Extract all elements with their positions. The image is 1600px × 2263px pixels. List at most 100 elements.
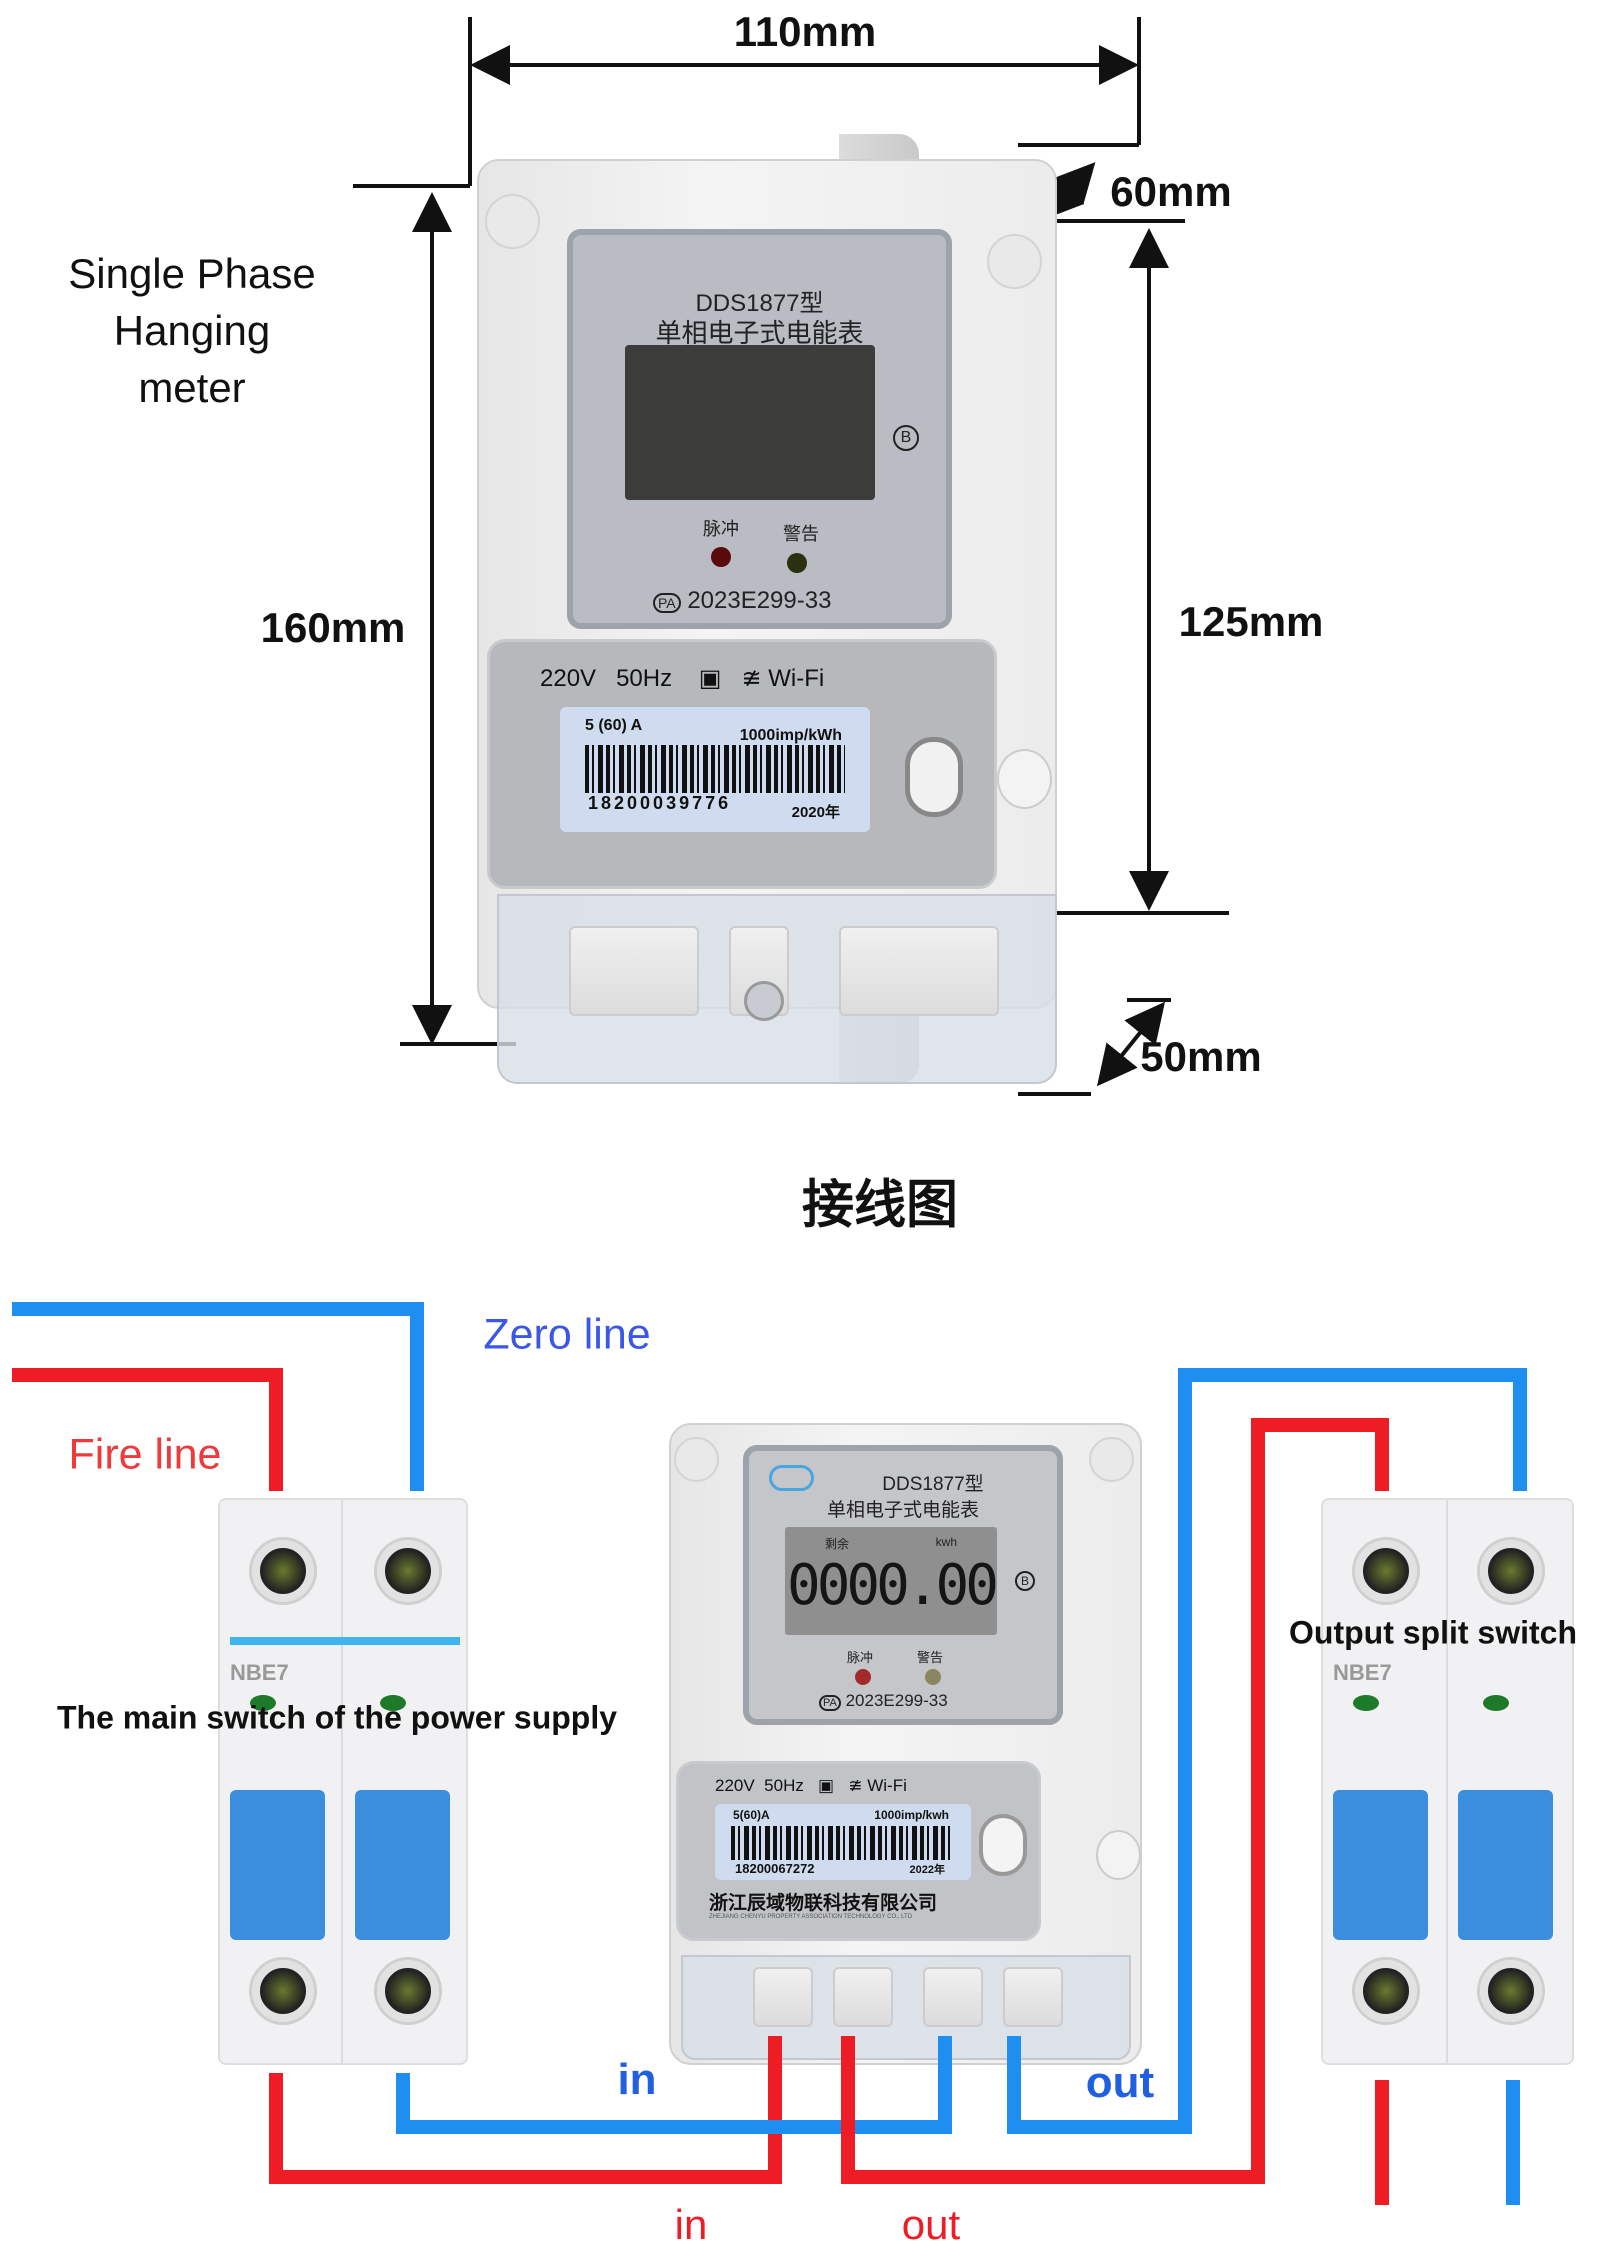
neutral-out-label: out [1085, 2058, 1155, 2107]
model-text: DDS1877型 [695, 290, 824, 317]
live-in-label: in [674, 2201, 708, 2248]
logo-icon [769, 1465, 814, 1491]
wiring-lines [12, 1302, 1527, 2205]
led-alarm-label: 警告 [783, 524, 819, 544]
lcd-remaining-label: 剩余 [825, 1537, 850, 1551]
terminal-screw [1355, 1960, 1417, 2022]
screw [485, 194, 540, 249]
breaker-handle [230, 1790, 325, 1940]
ratings: 220V 50Hz ▣ ≇ Wi-Fi [540, 665, 825, 692]
led-pulse [855, 1669, 871, 1685]
screw [1089, 1437, 1134, 1482]
neutral-main-to-meter-wire [396, 2036, 952, 2134]
seal-screw [997, 749, 1052, 809]
current-rating: 5 (60) A [585, 717, 643, 734]
meter-name: 单相电子式电能表 [826, 1500, 979, 1521]
class-mark: B [1015, 1571, 1035, 1591]
product-title: Single Phase Hanging meter [42, 245, 342, 416]
terminal-cover [497, 894, 1057, 1084]
breaker-handle [1333, 1790, 1428, 1940]
zero-line-label: Zero line [483, 1310, 651, 1359]
year: 2020年 [791, 804, 840, 821]
seal-button [979, 1814, 1027, 1876]
led-alarm-label: 警告 [917, 1650, 944, 1665]
neutral-in-label: in [617, 2055, 657, 2104]
dimension-lines [353, 17, 1229, 1096]
fire-line-label: Fire line [68, 1430, 222, 1479]
cert-number: 2023E299-33 [687, 587, 832, 614]
terminal-screw [377, 1960, 439, 2022]
inner-height-label: 125mm [1178, 598, 1324, 645]
live-main-to-meter-wire [269, 2036, 782, 2184]
neutral-in-wire [12, 1302, 424, 1491]
barcode-sticker: 5(60)A 1000imp/kwh 18200067272 2022年 [715, 1804, 971, 1880]
cert-mark: PA [819, 1695, 841, 1711]
cert-number: 2023E299-33 [845, 1691, 948, 1710]
lcd-unit: kwh [935, 1535, 957, 1549]
serial-number: 18200039776 [588, 793, 732, 813]
main-switch-label: The main switch of the power supply [56, 1699, 618, 1736]
title-line: Single Phase [68, 250, 316, 297]
barcode-sticker: 5 (60) A 1000imp/kWh 18200039776 2020年 [560, 707, 870, 832]
neutral-out-wire [1007, 1368, 1527, 2134]
meter-photo-top: DDS1877型 单相电子式电能表 B 脉冲 警告 PA 2023E299-33… [477, 124, 1135, 1091]
screw [987, 234, 1042, 289]
display-window: DDS1877型 单相电子式电能表 剩余 kwh 0000.00 B 脉冲 警告… [743, 1445, 1063, 1725]
seal-screw [1096, 1830, 1141, 1880]
ratings: 220V 50Hz ▣ ≇ Wi-Fi [715, 1776, 907, 1795]
breaker-handle [355, 1790, 450, 1940]
barcode [731, 1826, 951, 1860]
class-mark: B [893, 425, 919, 451]
display-window: DDS1877型 单相电子式电能表 B 脉冲 警告 PA 2023E299-33 [567, 229, 952, 629]
barcode [585, 745, 845, 793]
model-text: DDS1877型 [882, 1474, 984, 1495]
width-label: 110mm [733, 8, 877, 55]
terminal-screw [1480, 1960, 1542, 2022]
live-out-label: out [901, 2201, 961, 2248]
current-rating: 5(60)A [733, 1808, 770, 1822]
terminal-screw [252, 1960, 314, 2022]
live-in-wire [12, 1368, 283, 1491]
company-name: 浙江辰域物联科技有限公司 [709, 1893, 938, 1914]
cert-mark: PA [653, 593, 681, 613]
breaker-model: NBE7 [1333, 1660, 1392, 1685]
meter-name: 单相电子式电能表 [655, 318, 864, 348]
diagram-title: 接线图 [801, 1176, 959, 1235]
led-alarm [787, 553, 807, 573]
lcd-screen: 剩余 kwh 0000.00 [785, 1527, 999, 1635]
led-alarm [925, 1669, 941, 1685]
serial-number: 18200067272 [735, 1861, 815, 1876]
lcd-reading: 0000.00 [786, 1553, 999, 1618]
terminal-cover [681, 1955, 1131, 2060]
meter-photo-bottom: DDS1877型 单相电子式电能表 剩余 kwh 0000.00 B 脉冲 警告… [669, 1423, 1142, 2065]
led-pulse-label: 脉冲 [703, 519, 739, 539]
breaker-model: NBE7 [230, 1660, 289, 1685]
name-plate: 220V 50Hz ▣ ≇ Wi-Fi 5 (60) A 1000imp/kWh… [487, 639, 997, 889]
breaker-handle [1458, 1790, 1553, 1940]
meter-constant: 1000imp/kwh [874, 1808, 949, 1822]
led-pulse-label: 脉冲 [847, 1650, 874, 1665]
company-name-en: ZHEJIANG CHENYU PROPERTY ASSOCIATION TEC… [709, 1914, 913, 1920]
title-line: Hanging [113, 307, 271, 354]
output-breaker: NBE7 [1321, 1498, 1574, 2065]
led-pulse [711, 547, 731, 567]
terminal-screw [1480, 1540, 1542, 1602]
terminal-screw [377, 1540, 439, 1602]
cert-line: PA 2023E299-33 [819, 1691, 948, 1711]
live-out-wire [841, 1418, 1389, 2184]
lcd-screen [625, 345, 875, 500]
screw [674, 1437, 719, 1482]
meter-constant: 1000imp/kWh [739, 727, 842, 744]
output-switch-label: Output split switch [1289, 1614, 1577, 1651]
cert-line: PA 2023E299-33 [653, 587, 831, 615]
depth-bottom-arrow [1096, 1001, 1166, 1087]
depth-top-label: 60mm [1110, 168, 1232, 215]
title-line: meter [138, 364, 246, 411]
seal-button [905, 737, 963, 817]
terminal-screw [1355, 1540, 1417, 1602]
name-plate: 220V 50Hz ▣ ≇ Wi-Fi 5(60)A 1000imp/kwh 1… [676, 1761, 1041, 1941]
terminal-screw [252, 1540, 314, 1602]
main-breaker: NBE7 [218, 1498, 468, 2065]
depth-bottom-label: 50mm [1140, 1033, 1262, 1080]
year: 2022年 [909, 1864, 945, 1876]
